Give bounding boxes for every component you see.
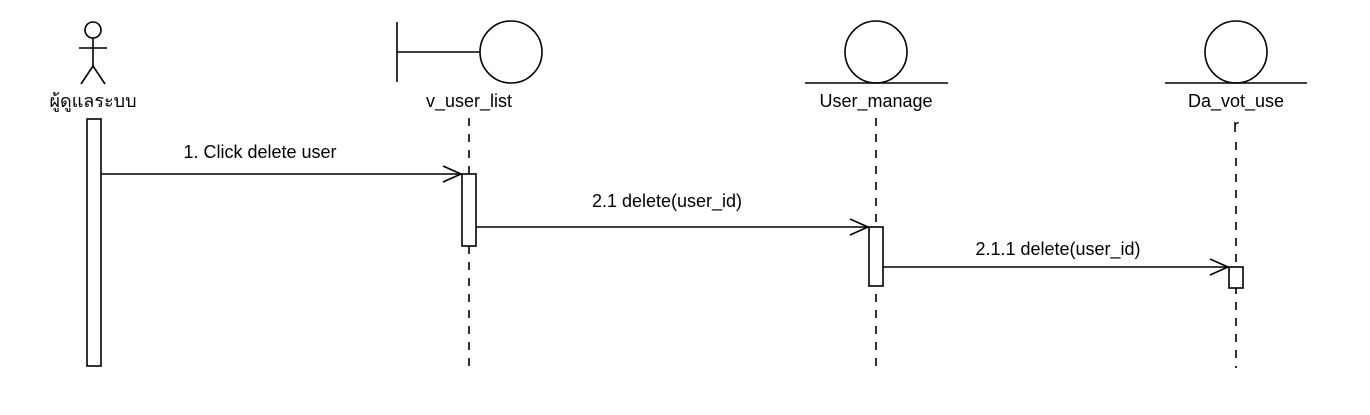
user-manage-activation-bar: [868, 226, 884, 287]
da-vot-user-participant: Da_vot_use r: [1165, 20, 1307, 368]
arrowhead-icon: [1209, 258, 1230, 276]
actor-activation-bar: [86, 118, 102, 367]
user-manage-label: User_manage: [819, 91, 932, 112]
message-1-label: 1. Click delete user: [183, 142, 336, 162]
actor-label: ผู้ดูแลระบบ: [49, 91, 136, 112]
user-manage-participant: User_manage: [805, 20, 948, 368]
message-3: 2.1.1 delete(user_id): [883, 239, 1230, 276]
entity-icon: [805, 20, 948, 84]
boundary-icon: [396, 20, 543, 84]
message-3-label: 2.1.1 delete(user_id): [975, 239, 1140, 260]
boundary-label: v_user_list: [426, 91, 512, 112]
actor-participant: ผู้ดูแลระบบ: [49, 21, 137, 367]
boundary-activation-bar: [461, 173, 477, 247]
stick-figure-icon: [79, 21, 107, 85]
da-vot-user-label-line1: Da_vot_use: [1188, 91, 1284, 112]
message-1: 1. Click delete user: [101, 142, 463, 183]
arrowhead-icon: [849, 218, 870, 236]
da-vot-user-activation-bar: [1228, 266, 1244, 289]
da-vot-user-label-line2: r: [1233, 116, 1239, 136]
message-2-label: 2.1 delete(user_id): [592, 191, 742, 212]
arrowhead-icon: [442, 165, 463, 183]
message-2: 2.1 delete(user_id): [476, 191, 870, 236]
entity-icon: [1165, 20, 1307, 84]
boundary-participant: v_user_list: [396, 20, 543, 368]
